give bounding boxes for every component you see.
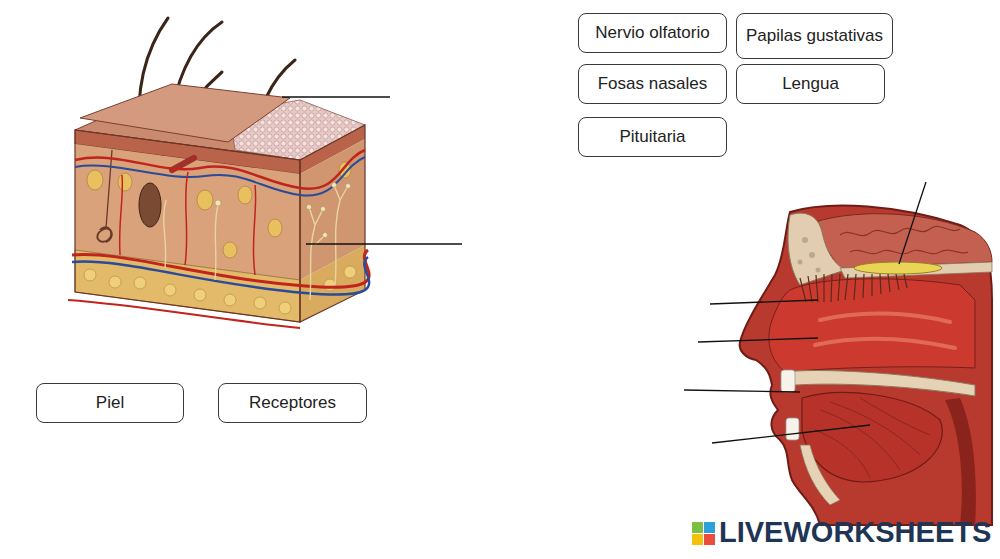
box-label: Receptores	[243, 393, 342, 413]
box-label: Piel	[90, 393, 130, 413]
word-box: Pituitaria	[578, 117, 727, 157]
word-box: Fosas nasales	[578, 64, 727, 104]
box-label: Nervio olfatorio	[589, 23, 715, 43]
head-illustration	[740, 206, 992, 525]
word-box: Piel	[36, 383, 184, 423]
skin-illustration	[68, 18, 369, 328]
word-box: Receptores	[218, 383, 367, 423]
box-label: Papilas gustativas	[740, 26, 889, 46]
leader-line	[282, 96, 390, 97]
box-label: Lengua	[776, 74, 845, 94]
logo-icon	[692, 522, 715, 545]
leader-line	[684, 182, 926, 443]
box-label: Fosas nasales	[592, 74, 714, 94]
word-box: Lengua	[736, 64, 885, 104]
box-label: Pituitaria	[613, 127, 691, 147]
watermark: LIVEWORKSHEETS	[719, 516, 991, 549]
word-box: Nervio olfatorio	[578, 13, 727, 53]
word-box: Papilas gustativas	[736, 13, 893, 59]
leader-line	[306, 243, 462, 244]
